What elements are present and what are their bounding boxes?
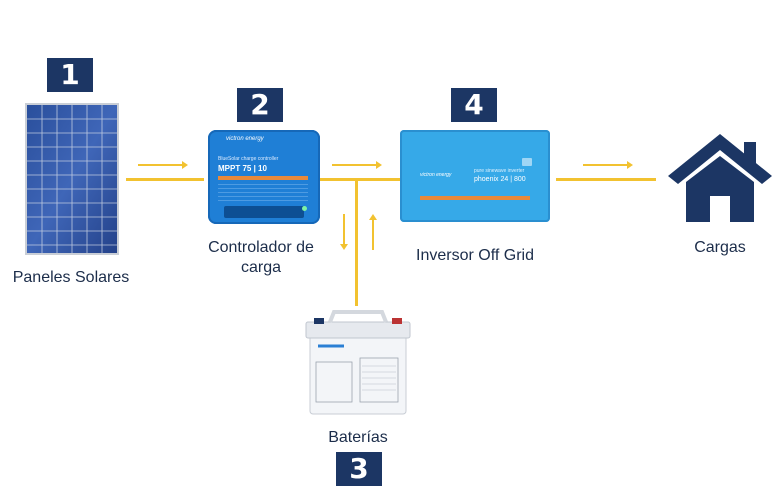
solar-panel-label: Paneles Solares	[12, 269, 130, 286]
step-number-4: 4	[451, 88, 497, 122]
arrow-right-icon	[332, 161, 382, 169]
arrow-up-icon	[369, 214, 377, 250]
charge-controller-label-line1: Controlador de	[208, 239, 314, 256]
controller-subtitle: BlueSolar charge controller	[218, 156, 279, 162]
house-icon	[668, 134, 772, 222]
step-number-1: 1	[47, 58, 93, 92]
step-number-3: 3	[336, 452, 382, 486]
solar-panel-icon	[25, 103, 119, 255]
charge-controller-label-line2: carga	[240, 259, 282, 276]
controller-brand: victron energy	[226, 136, 264, 142]
wire-battery-drop	[355, 178, 358, 306]
step-number-2: 2	[237, 88, 283, 122]
inverter-label: Inversor Off Grid	[416, 247, 534, 264]
inverter-device: victron energy pure sinewave inverter ph…	[400, 130, 550, 222]
battery-icon	[305, 310, 411, 415]
inverter-orange-stripe	[420, 196, 530, 200]
inverter-brand: victron energy	[420, 172, 452, 178]
charge-controller-device: victron energy BlueSolar charge controll…	[208, 130, 320, 224]
arrow-right-icon	[138, 161, 188, 169]
inverter-model: phoenix 24 | 800	[474, 176, 526, 183]
controller-status-led	[302, 206, 307, 211]
wire-controller-inverter	[320, 178, 402, 181]
controller-model: MPPT 75 | 10	[218, 164, 267, 173]
controller-terminals	[224, 206, 304, 218]
controller-text-block	[218, 184, 308, 202]
arrow-right-icon	[583, 161, 633, 169]
arrow-down-icon	[340, 214, 348, 250]
wire-panel-controller	[126, 178, 204, 181]
loads-label: Cargas	[694, 239, 746, 256]
inverter-subtitle: pure sinewave inverter	[474, 168, 525, 174]
wire-inverter-loads	[556, 178, 656, 181]
battery-label: Baterías	[328, 429, 388, 446]
controller-orange-stripe	[218, 176, 308, 180]
inverter-port	[522, 158, 532, 166]
